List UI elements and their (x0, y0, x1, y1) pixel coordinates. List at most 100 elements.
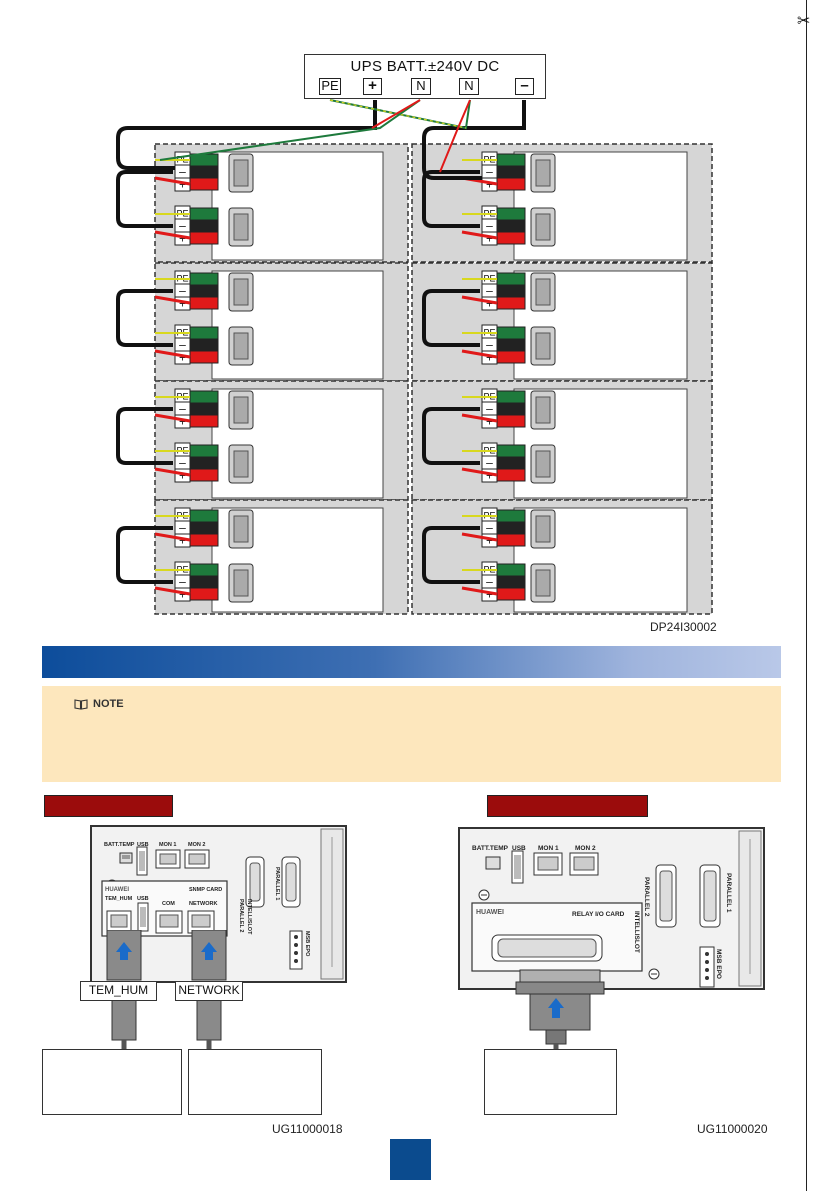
brand-logo: HUAWEI (105, 887, 129, 893)
plug-pos-1-2 (496, 296, 526, 310)
note-box: NOTE (42, 686, 781, 782)
label-msb-epo: MSB EPO (715, 949, 722, 979)
terminal-label-0-0-2: + (179, 178, 186, 192)
plug-neg-1-2 (496, 284, 526, 298)
figure-id-wiring: DP24I30002 (650, 620, 717, 634)
page-number-badge (390, 1139, 431, 1180)
wire-stub-pos-0-7 (154, 586, 191, 596)
plug-pe-0-1 (189, 207, 219, 221)
plug-neg-0-4 (189, 402, 219, 416)
plug-pe-1-3 (496, 326, 526, 340)
terminal-label-1-2-2: + (486, 297, 493, 311)
label-mon2: MON 2 (188, 842, 206, 848)
plug-neg-1-5 (496, 456, 526, 470)
label-usb-2: USB (137, 896, 149, 902)
label-parallel-1: PARALLEL 1 (274, 867, 280, 901)
terminal-label-0-2-2: + (179, 297, 186, 311)
plug-pe-0-5 (189, 444, 219, 458)
module-connector-pins-1-6 (535, 515, 551, 543)
wire-stub-pos-0-0 (154, 176, 191, 186)
module-connector-pins-1-5 (535, 450, 551, 478)
wire-stub-pos-1-1 (461, 230, 498, 240)
plug-pe-1-4 (496, 390, 526, 404)
module-connector-pins-1-1 (535, 213, 551, 241)
wire-stub-pos-1-5 (461, 467, 498, 477)
scissors-icon: ✂ (797, 13, 811, 30)
series-link-cable-1-0 (422, 170, 480, 228)
ups-monitor-panel-right: BATT.TEMP USB MON 1 MON 2 HUAWEI RELAY I… (458, 827, 765, 990)
module-connector-pins-0-3 (233, 332, 249, 360)
plug-neg-1-1 (496, 219, 526, 233)
label-mon1: MON 1 (538, 845, 559, 852)
label-usb: USB (137, 842, 149, 848)
red-tag-left (44, 795, 173, 817)
plug-pos-0-2 (189, 296, 219, 310)
plug-pos-1-4 (496, 414, 526, 428)
terminal-label-1-7-2: + (486, 588, 493, 602)
wire-stub-pos-0-5 (154, 467, 191, 477)
network-device-box (188, 1049, 322, 1115)
plug-pos-1-6 (496, 533, 526, 547)
terminal-label-0-6-2: + (179, 534, 186, 548)
terminal-label-0-7-2: + (179, 588, 186, 602)
plug-pos-0-1 (189, 231, 219, 245)
ups-terminal-n1: N (411, 78, 431, 95)
plug-neg-1-4 (496, 402, 526, 416)
terminal-label-1-7-1: – (486, 575, 493, 589)
brand-logo: HUAWEI (476, 909, 504, 916)
plug-pe-0-4 (189, 390, 219, 404)
module-connector-pins-0-7 (233, 569, 249, 597)
book-icon (74, 699, 88, 710)
label-snmp-card: SNMP CARD (189, 887, 223, 893)
terminal-label-1-1-2: + (486, 232, 493, 246)
terminal-label-0-4-2: + (179, 415, 186, 429)
battery-wiring-diagram: PE–+PE–+PE–+PE–+PE–+PE–+PE–+PE–+PE–+PE–+… (116, 99, 713, 615)
label-network: NETWORK (189, 901, 218, 907)
series-link-cable-0-2 (116, 289, 173, 347)
section-header-bar (42, 646, 781, 678)
wire-stub-pos-1-6 (461, 532, 498, 542)
label-tem-hum: TEM_HUM (105, 896, 133, 902)
plug-pos-1-3 (496, 350, 526, 364)
ups-terminal-n2: N (459, 78, 479, 95)
plug-pe-0-3 (189, 326, 219, 340)
terminal-label-1-4-1: – (486, 402, 493, 416)
figure-id-left: UG11000018 (272, 1122, 343, 1136)
plug-pos-1-5 (496, 468, 526, 482)
terminal-label-1-1-1: – (486, 219, 493, 233)
module-connector-pins-0-2 (233, 278, 249, 306)
plug-pe-1-0 (496, 153, 526, 167)
left-network-cables (106, 930, 227, 1050)
label-parallel-2: PARALLEL 2 (643, 877, 650, 917)
callout-network: NETWORK (175, 981, 243, 1001)
terminal-label-0-7-1: – (179, 575, 186, 589)
relay-device-box (484, 1049, 617, 1115)
module-connector-pins-1-3 (535, 332, 551, 360)
label-batt-temp: BATT.TEMP (472, 845, 508, 852)
plug-pos-1-0 (496, 177, 526, 191)
plug-neg-0-6 (189, 521, 219, 535)
red-tag-right (487, 795, 648, 817)
feed-red-left (371, 99, 421, 129)
wire-stub-pos-0-1 (154, 230, 191, 240)
label-parallel-2: PARALLEL 2 (238, 899, 244, 933)
terminal-label-1-2-1: – (486, 284, 493, 298)
plug-pe-0-2 (189, 272, 219, 286)
plug-neg-0-5 (189, 456, 219, 470)
wire-stub-pos-1-4 (461, 413, 498, 423)
label-msb-epo: MSB EPO (304, 931, 310, 957)
plug-pos-0-7 (189, 587, 219, 601)
wire-stub-pos-0-4 (154, 413, 191, 423)
plug-neg-1-7 (496, 575, 526, 589)
terminal-label-1-0-1: – (486, 165, 493, 179)
wire-stub-pos-0-6 (154, 532, 191, 542)
terminal-label-1-6-2: + (486, 534, 493, 548)
ups-battery-terminal-box: UPS BATT.±240V DC PE + N N – (304, 54, 546, 99)
terminal-label-0-3-1: – (179, 338, 186, 352)
plug-neg-1-3 (496, 338, 526, 352)
feed-pe-stripe (329, 99, 467, 129)
wire-stub-pos-1-7 (461, 586, 498, 596)
plug-neg-0-7 (189, 575, 219, 589)
module-connector-pins-1-0 (535, 159, 551, 187)
wire-stub-pos-1-2 (461, 295, 498, 305)
